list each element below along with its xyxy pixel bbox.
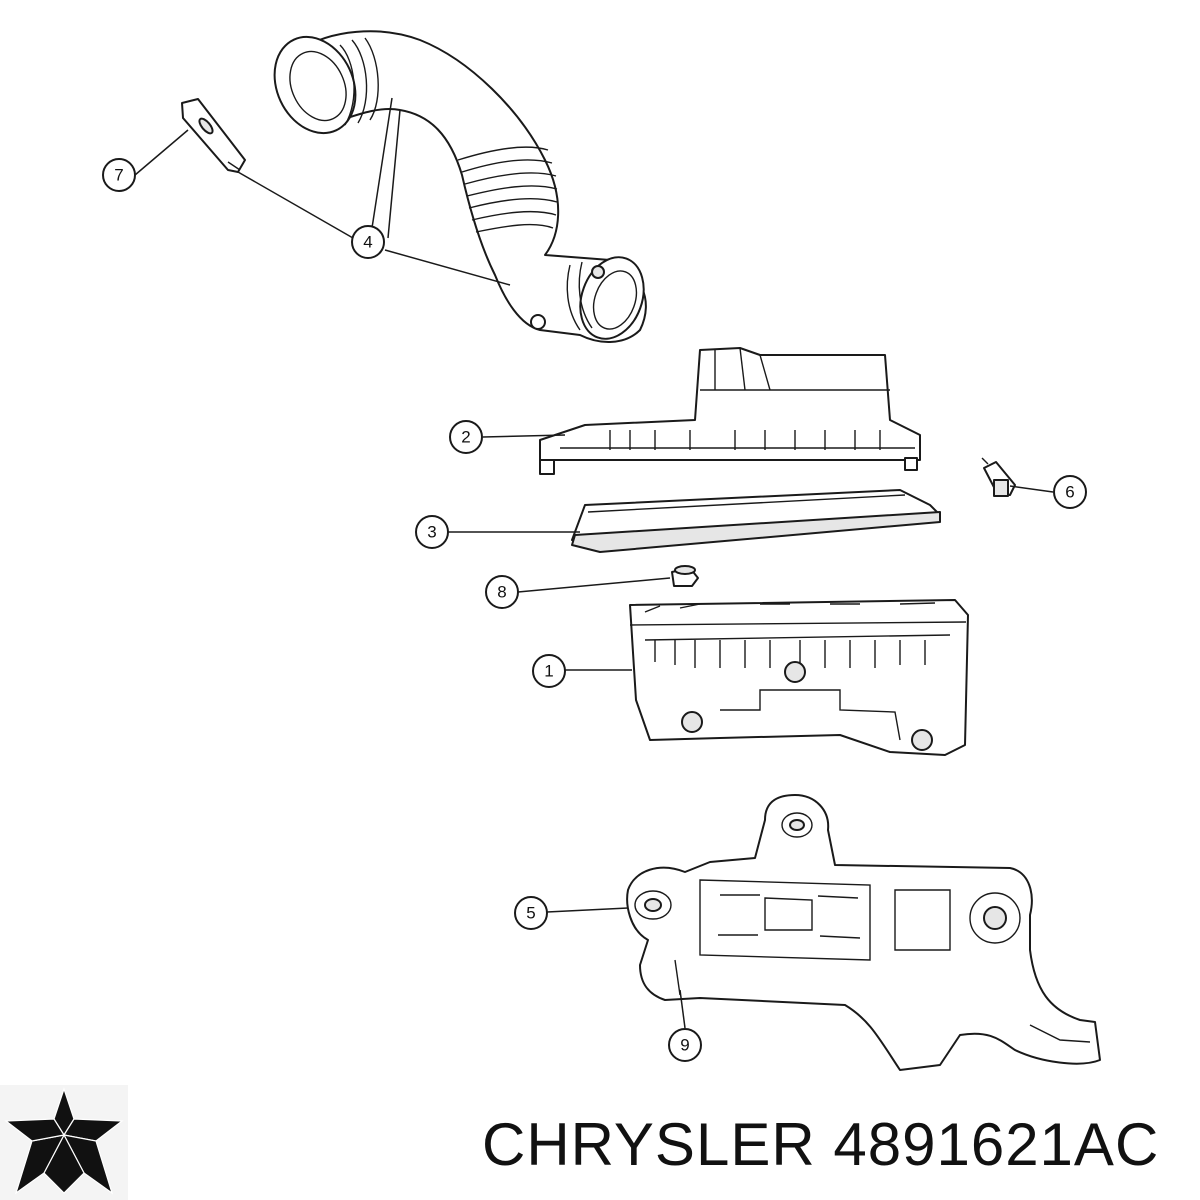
callout-9: 9 [668, 1028, 702, 1062]
callout-label: 3 [427, 523, 436, 542]
callout-2: 2 [449, 420, 483, 454]
air-cleaner-cover [539, 347, 921, 475]
leader-lines [134, 97, 1054, 1029]
callout-label: 5 [526, 904, 535, 923]
sensor [981, 457, 1016, 497]
air-inlet-duct [273, 30, 647, 343]
callout-label: 8 [497, 583, 506, 602]
callout-label: 4 [363, 233, 372, 252]
callout-label: 2 [461, 428, 470, 447]
callout-8: 8 [485, 575, 519, 609]
part-number-caption: CHRYSLER 4891621AC [482, 1105, 1192, 1185]
callout-label: 7 [114, 166, 123, 185]
part-number: 4891621AC [833, 1111, 1160, 1178]
callout-label: 9 [680, 1036, 689, 1055]
callout-label: 6 [1065, 483, 1074, 502]
callout-6: 6 [1053, 475, 1087, 509]
air-cleaner-housing-lower [629, 599, 969, 756]
grommet [671, 565, 699, 587]
chrysler-pentastar-icon [0, 1085, 128, 1200]
brand-name: CHRYSLER [482, 1111, 816, 1178]
mounting-bracket [626, 794, 1101, 1071]
callout-label: 1 [544, 662, 553, 681]
clip [181, 98, 246, 173]
callout-5: 5 [514, 896, 548, 930]
callout-7: 7 [102, 158, 136, 192]
air-filter-element [571, 489, 941, 553]
callout-4: 4 [351, 225, 385, 259]
callout-1: 1 [532, 654, 566, 688]
callout-3: 3 [415, 515, 449, 549]
